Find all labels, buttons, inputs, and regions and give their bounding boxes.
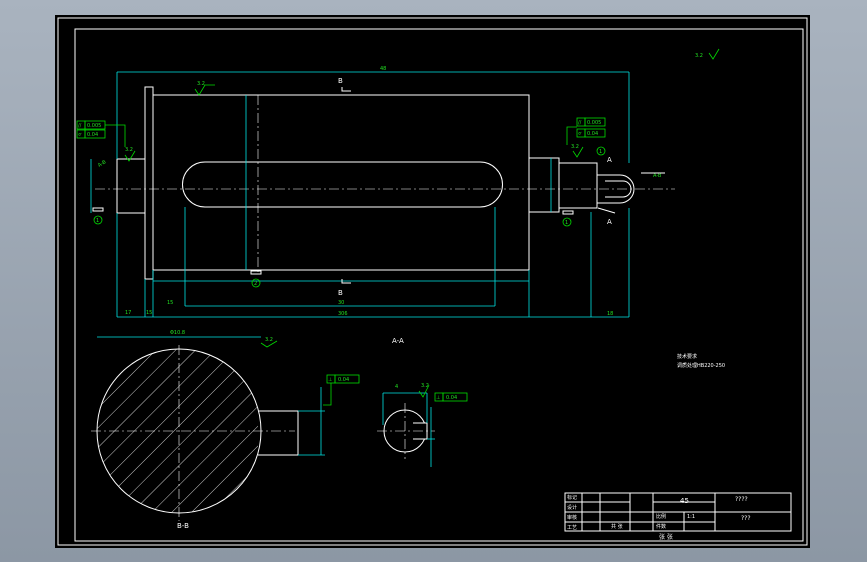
dim-text-2: 15: [146, 310, 152, 316]
detail-top-dim-text: 4: [395, 384, 398, 390]
detail-roughness: [418, 384, 430, 398]
gdt-right-2-sym: ⌭: [578, 131, 582, 137]
detail-gdt-val: 0.04: [446, 395, 457, 401]
section-keyway: [258, 410, 299, 456]
note-line-1: 调质处理HB220-250: [677, 362, 725, 369]
datum-marker-bottom: [250, 270, 262, 275]
detail-roughness-text: 3.2: [421, 383, 429, 389]
roughness-text-corner: 3.2: [695, 53, 703, 59]
callout-4-text: 1: [599, 149, 602, 155]
overall-length-text: 48: [380, 66, 386, 72]
section-top-dim-text: Φ10.8: [170, 330, 185, 336]
dim-text-1: 17: [125, 310, 131, 316]
gdt-left-1-sym: //: [78, 123, 82, 129]
tb-scale-label: 比例: [656, 513, 666, 520]
section-view: Φ10.8 B-B 3.2 ⊥ 0.04: [91, 330, 360, 530]
note-heading: 技术要求: [677, 353, 697, 360]
callout-2: [251, 278, 261, 288]
gdt-right-leader: [566, 126, 577, 145]
main-view: [95, 86, 675, 280]
gdt-left-2-val: 0.04: [87, 132, 98, 138]
callout-1: [93, 215, 103, 225]
section-gdt-sym: ⊥: [328, 377, 332, 383]
gdt-right-2-val-box: [584, 128, 606, 138]
cad-viewport[interactable]: 48 17 15 15 30 306 18 B B A A A-B A-B: [55, 15, 810, 548]
dim-text-6: 18: [607, 311, 613, 317]
gdt-left: // 0.005 ⌭ 0.04: [76, 120, 126, 147]
section-arrow-bottom: [341, 279, 351, 284]
gdt-right-2-val: 0.04: [587, 131, 598, 137]
gdt-left-leader: [105, 124, 126, 147]
title-block: 标记 设计 审核 工艺 45 ???? ??? 比例 1:1 件数 共 张 张 …: [564, 492, 792, 541]
tb-label-design: 设计: [567, 504, 577, 511]
tb-label-process: 工艺: [567, 525, 577, 531]
roughness-text-2: 3.2: [125, 147, 133, 153]
shaft-keyway-right: [597, 174, 635, 204]
tb-qty-label: 件数: [656, 523, 666, 530]
roughness-symbol-corner: [708, 48, 720, 60]
keyway-cutout: [258, 411, 298, 455]
section-gdt-val: 0.04: [338, 377, 349, 383]
tb-label-mark: 标记: [567, 494, 577, 501]
tb-drawing-code: ????: [735, 496, 748, 503]
datum-marker-right: [562, 210, 574, 215]
view-marker-a-bottom: A: [607, 218, 612, 226]
detail-view: 4 3.2 ⊥ 0.04: [377, 383, 468, 467]
roughness-symbol-1: [194, 84, 215, 96]
callout-3: [562, 217, 572, 227]
section-gdt-leader: [323, 383, 332, 406]
view-marker-a-top: A: [607, 156, 612, 164]
section-arrow-top: [341, 87, 351, 92]
side-tag-left: A-B: [97, 159, 108, 169]
engineering-drawing: 48 17 15 15 30 306 18 B B A A A-B A-B: [57, 17, 808, 546]
tb-label-review: 审核: [567, 514, 577, 521]
drawing-frame: [74, 28, 804, 542]
section-gdt-val-box: [334, 374, 360, 384]
tb-sheet-label: 共 张: [611, 523, 623, 530]
shaft-end-left: [116, 158, 146, 214]
roughness-symbol-2: [124, 150, 136, 162]
tb-material: 45: [680, 497, 689, 505]
gdt-right-1-val: 0.005: [587, 120, 601, 126]
section-label: B-B: [177, 522, 189, 530]
callout-4: [596, 146, 606, 156]
section-title: A-A: [392, 337, 404, 345]
shaft-flange: [144, 86, 154, 280]
gdt-left-2-val-box: [84, 129, 106, 139]
callout-1-text: 1: [96, 218, 99, 224]
drum-body: [152, 94, 530, 271]
section-mark-bottom: B: [338, 289, 343, 297]
datum-marker-left: [92, 207, 104, 212]
section-mark-top: B: [338, 77, 343, 85]
leader-a: [597, 207, 616, 214]
section-roughness-text: 3.2: [265, 337, 273, 343]
dim-text-3: 15: [167, 300, 173, 306]
callout-3-text: 1: [565, 220, 568, 226]
gdt-right: // 0.005 ⌭ 0.04: [566, 117, 606, 145]
keyway-slot: [182, 161, 503, 208]
shaft-end-right: [558, 162, 598, 209]
gdt-left-1-val: 0.005: [87, 123, 101, 129]
tb-code2: ???: [741, 515, 751, 522]
roughness-text-1: 3.2: [197, 81, 205, 87]
roughness-symbols-main: 3.2 3.2 3.2 3.2: [124, 48, 720, 162]
detail-gdt-sym: ⊥: [436, 395, 440, 401]
dim-text-4: 30: [338, 300, 344, 306]
gdt-right-1-sym: //: [578, 120, 582, 126]
side-tag-right: A-B: [653, 173, 662, 179]
roughness-text-3: 3.2: [571, 144, 579, 150]
main-dimensions: 48 17 15 15 30 306 18 B B A A A-B A-B: [90, 66, 665, 318]
tb-footer: 张 张: [659, 533, 673, 541]
section-roughness: [260, 340, 278, 348]
sheet-border: [57, 17, 808, 546]
gdt-right-1-val-box: [584, 117, 606, 127]
callout-2-text: 2: [254, 281, 257, 287]
shaft-step-right: [528, 157, 560, 213]
tb-scale: 1:1: [687, 514, 695, 520]
gdt-left-2-sym: ⌭: [78, 132, 82, 138]
roughness-symbol-3: [572, 146, 584, 158]
dim-text-5: 306: [338, 311, 348, 317]
detail-gdt-val-box: [442, 392, 468, 402]
shaft-small-slot: [605, 180, 632, 198]
